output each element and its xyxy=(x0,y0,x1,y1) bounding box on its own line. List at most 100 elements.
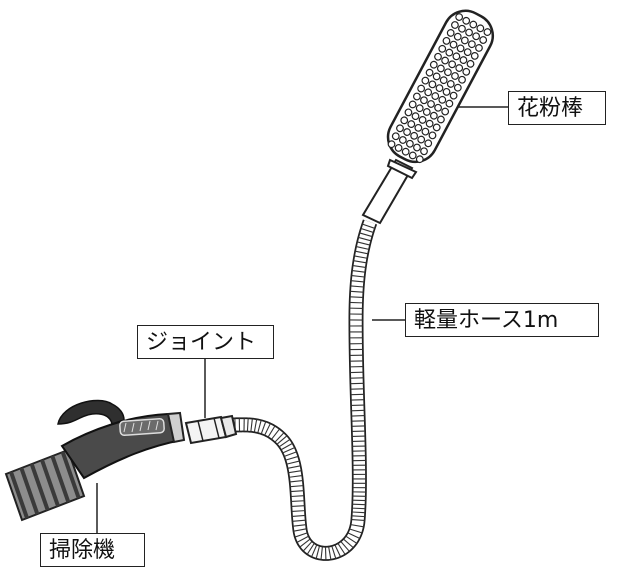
bristle xyxy=(414,123,423,132)
hose-ring xyxy=(351,275,365,278)
bristle xyxy=(422,108,431,116)
bristle xyxy=(465,28,473,37)
bristle xyxy=(449,91,458,100)
hose-ring xyxy=(306,543,315,555)
bristle xyxy=(407,120,416,128)
corrugated-hose-icon xyxy=(231,219,378,561)
bristle xyxy=(438,95,447,104)
bristle xyxy=(431,92,440,100)
tube-stripe xyxy=(9,471,29,519)
bristle xyxy=(446,80,455,88)
hose-ring xyxy=(352,269,366,273)
bristle xyxy=(418,116,427,124)
hose-ring xyxy=(349,296,364,299)
bristle xyxy=(434,52,442,61)
bristle xyxy=(411,112,420,121)
vacuum-nozzle xyxy=(166,411,186,444)
bristle xyxy=(434,103,442,112)
hose-ring xyxy=(282,447,295,454)
bristle xyxy=(404,108,413,117)
bristle xyxy=(408,100,417,109)
hose-ring xyxy=(350,285,364,288)
bristle xyxy=(421,76,430,85)
bristle xyxy=(451,72,459,80)
hose-ring xyxy=(353,260,367,264)
hose-ring xyxy=(352,511,366,514)
hose-ring xyxy=(296,535,309,543)
pollen-stick-neck xyxy=(386,158,418,180)
hose-ring xyxy=(291,500,305,503)
bristle xyxy=(452,52,461,61)
hose-ring xyxy=(345,535,358,544)
hose-ring xyxy=(356,245,370,250)
hose-ring xyxy=(354,255,368,259)
hose-ring xyxy=(276,435,288,445)
bristle xyxy=(417,135,426,144)
bristle xyxy=(424,88,433,97)
hose-ring xyxy=(260,421,267,435)
tube-stripe xyxy=(40,459,60,507)
hose-ring xyxy=(355,250,369,255)
hose-ring xyxy=(287,465,301,469)
bristle xyxy=(401,147,410,156)
bristle xyxy=(442,87,451,96)
bristle xyxy=(413,143,421,152)
tube-stripe xyxy=(50,455,71,503)
hose-ring xyxy=(340,541,350,552)
bristle xyxy=(479,36,488,44)
hose-ring xyxy=(290,495,304,498)
bristle xyxy=(458,75,466,84)
hose-ring xyxy=(288,470,302,474)
bristle xyxy=(429,60,438,69)
pollen-stick-handle xyxy=(361,158,414,225)
bristle xyxy=(439,76,448,85)
hose-ring xyxy=(264,423,271,436)
bristle xyxy=(428,80,437,89)
bristle xyxy=(462,67,471,76)
hose-ring xyxy=(290,490,304,493)
bristle xyxy=(445,99,454,108)
bristle xyxy=(458,24,466,33)
bristle xyxy=(435,84,444,93)
pollen-stick-illustration xyxy=(361,9,495,225)
hose-ring xyxy=(294,532,308,538)
bristle xyxy=(472,32,481,41)
bristle xyxy=(391,132,400,141)
hose-ring xyxy=(289,480,303,483)
hose-ring xyxy=(362,223,375,229)
bristle xyxy=(462,16,471,25)
vacuum-hook xyxy=(57,399,125,425)
hose-ring xyxy=(271,428,280,440)
hose-ring xyxy=(351,280,365,283)
bristle-grid xyxy=(387,13,492,164)
bristle xyxy=(476,24,485,33)
bristle xyxy=(453,83,462,92)
vacuum-handle-icon xyxy=(4,399,186,522)
label-light-hose: 軽量ホース1m xyxy=(405,303,599,337)
bristle xyxy=(441,56,449,65)
hose-ring xyxy=(293,528,307,532)
hose-ring xyxy=(357,241,371,246)
bristle xyxy=(424,139,433,148)
bristle xyxy=(469,20,478,29)
bristle xyxy=(451,21,459,29)
tube-stripe xyxy=(29,463,50,511)
bristle xyxy=(387,140,396,149)
joint-collar xyxy=(219,414,238,439)
bristle xyxy=(394,144,403,152)
bristle xyxy=(460,36,469,45)
bristle xyxy=(449,40,458,49)
hose-ring xyxy=(350,290,364,293)
hose-ring xyxy=(352,265,366,268)
hose-ring xyxy=(292,524,306,527)
connector-icon xyxy=(184,414,238,445)
joint-body xyxy=(184,415,228,445)
hose-ring xyxy=(290,485,304,488)
bristle xyxy=(463,48,472,57)
hose-ring xyxy=(274,432,285,443)
bristle xyxy=(441,107,450,116)
bristle xyxy=(466,59,475,68)
bristle xyxy=(453,32,462,41)
hose-ring xyxy=(328,546,332,560)
tube-stripe xyxy=(60,451,81,499)
